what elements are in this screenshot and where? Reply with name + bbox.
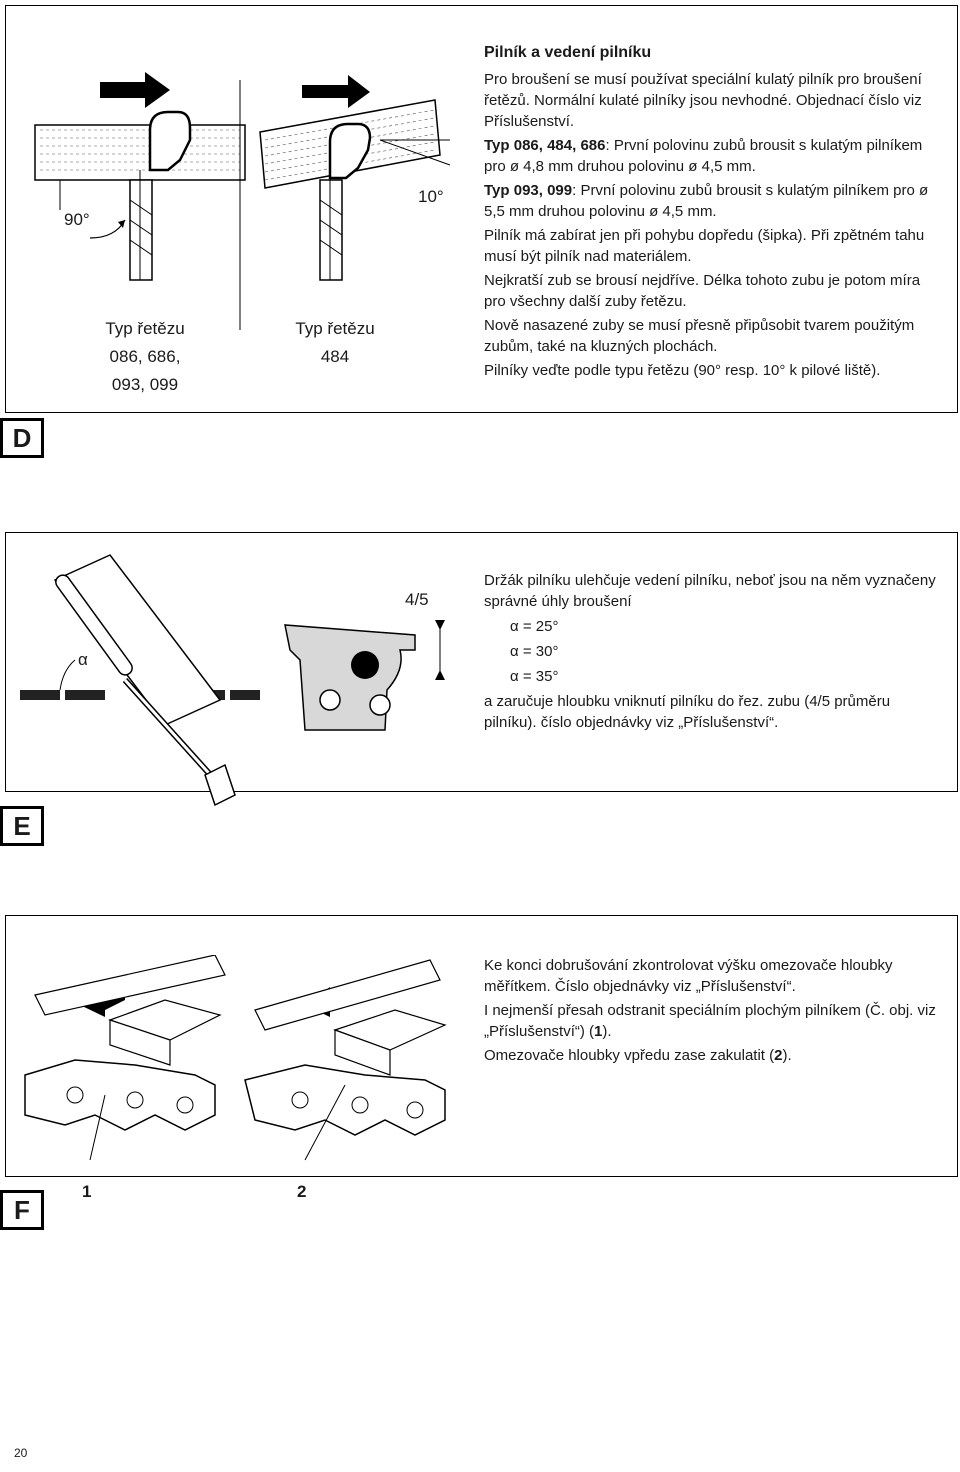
section-f-p3-b: 2 (774, 1047, 783, 1064)
section-e-alpha3: α = 35° (510, 668, 559, 685)
section-e-alpha1: α = 25° (510, 618, 559, 635)
section-e-frame (5, 532, 958, 792)
section-f-frame (5, 915, 958, 1177)
section-f-text: Ke konci dobrušování zkontrolovat výšku … (484, 955, 944, 1069)
chain-type-right-label: Typ řetězu 484 (270, 318, 400, 368)
section-e-p2: a zaručuje hloubku vniknutí pilníku do ř… (484, 693, 891, 731)
fraction-label: 4/5 (405, 590, 429, 609)
chain-type-left-line3: 093, 099 (111, 375, 179, 394)
file-holder-illustration (20, 554, 445, 807)
section-f-p3-a: Omezovače hloubky vpředu zase zakulatit … (484, 1047, 775, 1064)
section-f-tag: F (0, 1190, 44, 1230)
section-d-p3-bold: Typ 093, 099 (484, 182, 573, 199)
section-d-p2-rest: : První polovinu zubů brousit s kulatým … (484, 137, 923, 175)
section-f-p2-c: ). (602, 1023, 612, 1040)
section-d-p2-bold: Typ 086, 484, 686 (484, 137, 606, 154)
section-d-title: Pilník a vedení pilníku (484, 44, 652, 61)
section-e-p1: Držák pilníku ulehčuje vedení pilníku, n… (484, 572, 936, 610)
section-d-text: Pilník a vedení pilníku Pro broušení se … (484, 42, 944, 384)
section-d-p5: Nejkratší zub se brousí nejdříve. Délka … (484, 272, 921, 310)
chain-type-left-line1: Typ řetězu (105, 319, 185, 338)
chain-type-left-line2: 086, 686, (109, 347, 181, 366)
section-d-p1: Pro broušení se musí používat speciální … (484, 71, 922, 130)
chain-type-right-line1: Typ řetězu (295, 319, 375, 338)
alpha-symbol: α (78, 650, 88, 669)
chain-type-left-label: Typ řetězu 086, 686, 093, 099 (80, 318, 210, 396)
depth-gauge-illustration (24, 955, 447, 1161)
section-d-frame (5, 5, 958, 413)
section-f-p2-b: 1 (594, 1023, 603, 1040)
callout-2: 2 (297, 1182, 307, 1201)
section-d-p7: Pilníky veďte podle typu řetězu (90° res… (484, 362, 881, 379)
section-e-tag: E (0, 806, 44, 846)
section-f-p2-a: I nejmenší přesah odstranit speciálním p… (484, 1002, 936, 1040)
callout-1: 1 (82, 1182, 92, 1201)
page-number: 20 (14, 1446, 28, 1460)
section-f-p2: I nejmenší přesah odstranit speciálním p… (484, 1000, 944, 1042)
section-f-p1: Ke konci dobrušování zkontrolovat výšku … (484, 957, 893, 995)
section-d-tag: D (0, 418, 44, 458)
section-d-p2: Typ 086, 484, 686: První polovinu zubů b… (484, 135, 944, 177)
section-e-text: Držák pilníku ulehčuje vedení pilníku, n… (484, 570, 944, 736)
section-d-p6: Nově nasazené zuby se musí přesně připůs… (484, 317, 915, 355)
angle-10-label: 10° (418, 187, 444, 206)
section-e-alpha2: α = 30° (510, 643, 559, 660)
section-d-p4: Pilník má zabírat jen při pohybu dopředu… (484, 227, 925, 265)
section-d-p3-rest: : První polovinu zubů brousit s kulatým … (484, 182, 929, 220)
section-f-p3: Omezovače hloubky vpředu zase zakulatit … (484, 1045, 944, 1066)
section-f-p3-c: ). (782, 1047, 792, 1064)
chain-type-right-line2: 484 (320, 347, 350, 366)
section-d-p3: Typ 093, 099: První polovinu zubů brousi… (484, 180, 944, 222)
file-angle-illustration (34, 72, 451, 330)
angle-90-label: 90° (64, 210, 90, 229)
